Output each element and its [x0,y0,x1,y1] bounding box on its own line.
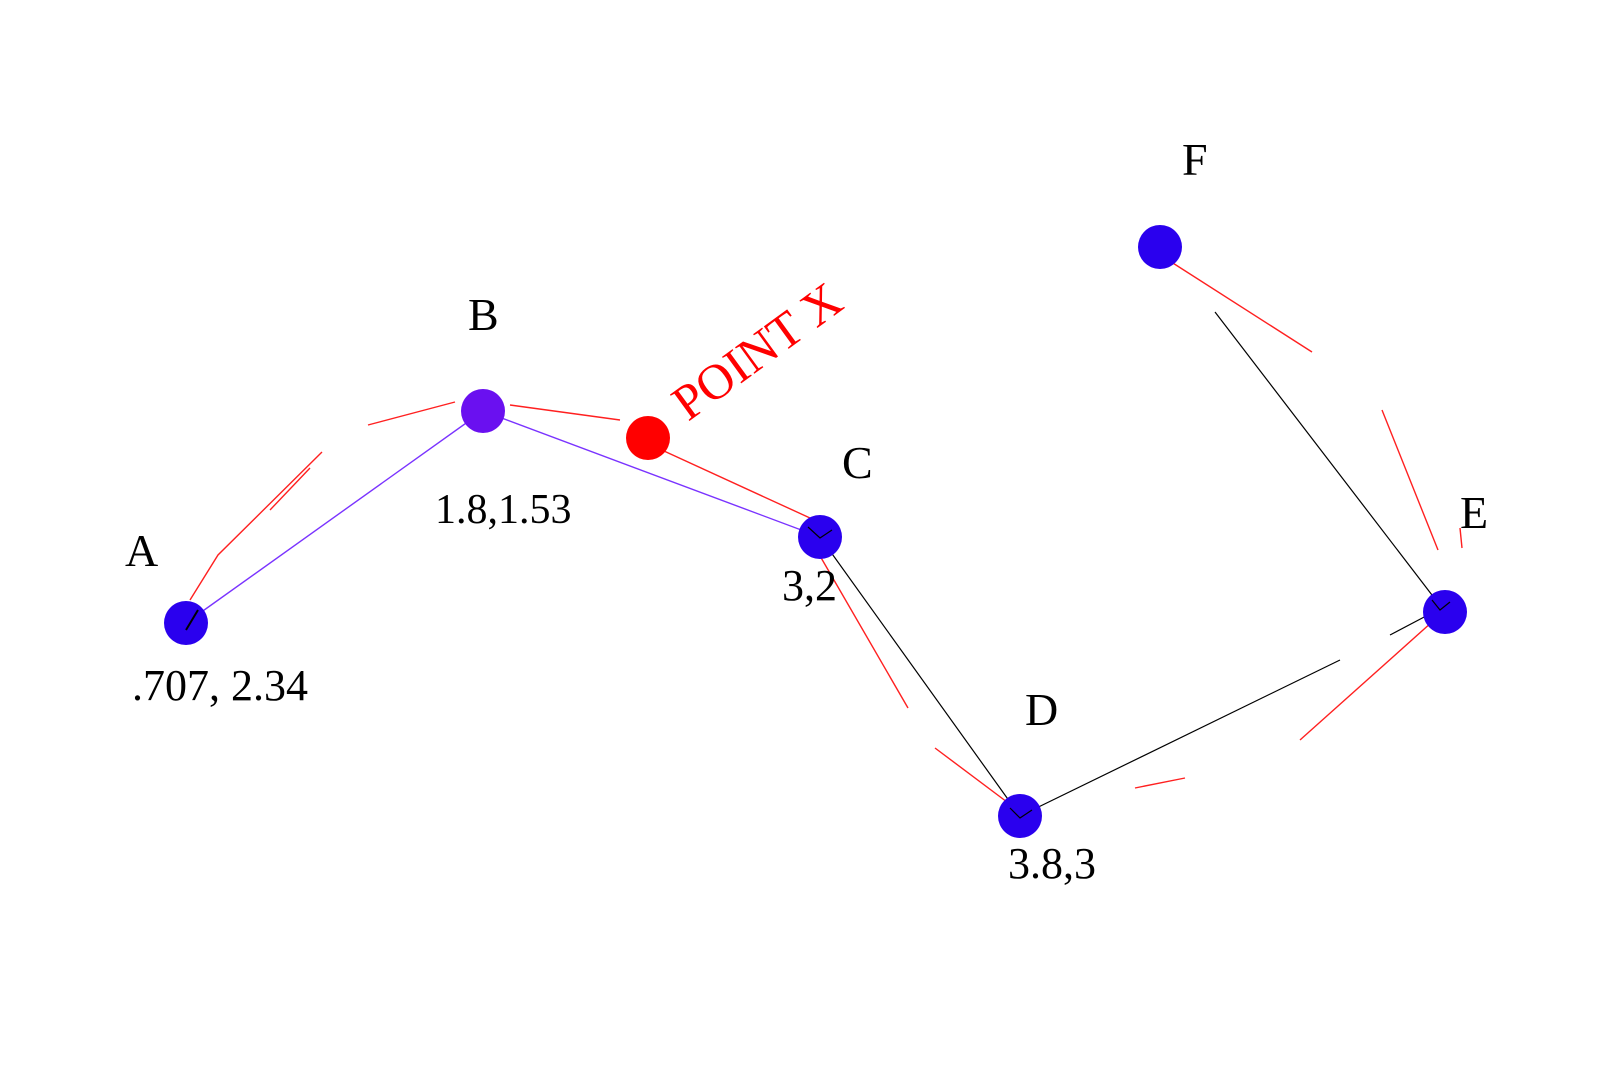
sketch-stroke-cd-1 [804,529,909,709]
sketch-stroke-ab-3 [367,401,456,426]
sketch-stroke-ab-2 [269,467,311,511]
sketch-stroke-de-1 [1134,777,1186,789]
sketch-strokes [189,257,1463,809]
coordinate-labels: .707, 2.34 1.8,1.53 3,2 3.8,3 [132,487,1096,888]
node-e-mark [1431,599,1451,611]
coord-label-b: 1.8,1.53 [435,487,572,533]
label-e: E [1460,487,1488,538]
edge-c-d [819,536,1021,817]
label-d: D [1025,684,1058,735]
point-x-node [626,416,670,460]
sketch-stroke-e-mark [1459,527,1463,549]
coord-label-c: 3,2 [782,561,837,610]
node-f [1138,225,1182,269]
sketch-stroke-xc [639,439,811,519]
edge-e-f [1214,311,1446,613]
node-d-mark [1009,807,1033,819]
point-x-label: POINT X [662,271,853,431]
sketch-stroke-cd-2 [934,747,1016,809]
sketch-stroke-ef-1 [1164,257,1313,353]
node-d [998,794,1042,838]
node-e [1423,590,1467,634]
label-b: B [468,289,499,340]
edge-a-b [185,410,484,624]
node-marks [185,526,1451,819]
label-c: C [842,437,873,488]
edge-d-e [1019,659,1341,817]
nodes [164,225,1467,838]
point-labels: A B C D E F [125,134,1488,735]
node-c-mark [807,526,833,539]
coord-label-d: 3.8,3 [1008,839,1096,888]
label-f: F [1182,134,1208,185]
node-c [798,515,842,559]
sketch-stroke-de-2 [1299,621,1433,741]
edge-b-c [482,410,821,538]
node-a [164,601,208,645]
node-b [461,389,505,433]
sketch-stroke-bx [509,404,621,421]
sketch-stroke-ef-2 [1381,409,1439,551]
sketch-stroke-ab-1 [189,451,323,601]
label-a: A [125,525,158,576]
edges [185,311,1446,817]
node-a-mark [185,609,199,631]
edge-e-tick [1389,614,1429,636]
coord-label-a: .707, 2.34 [132,661,308,710]
